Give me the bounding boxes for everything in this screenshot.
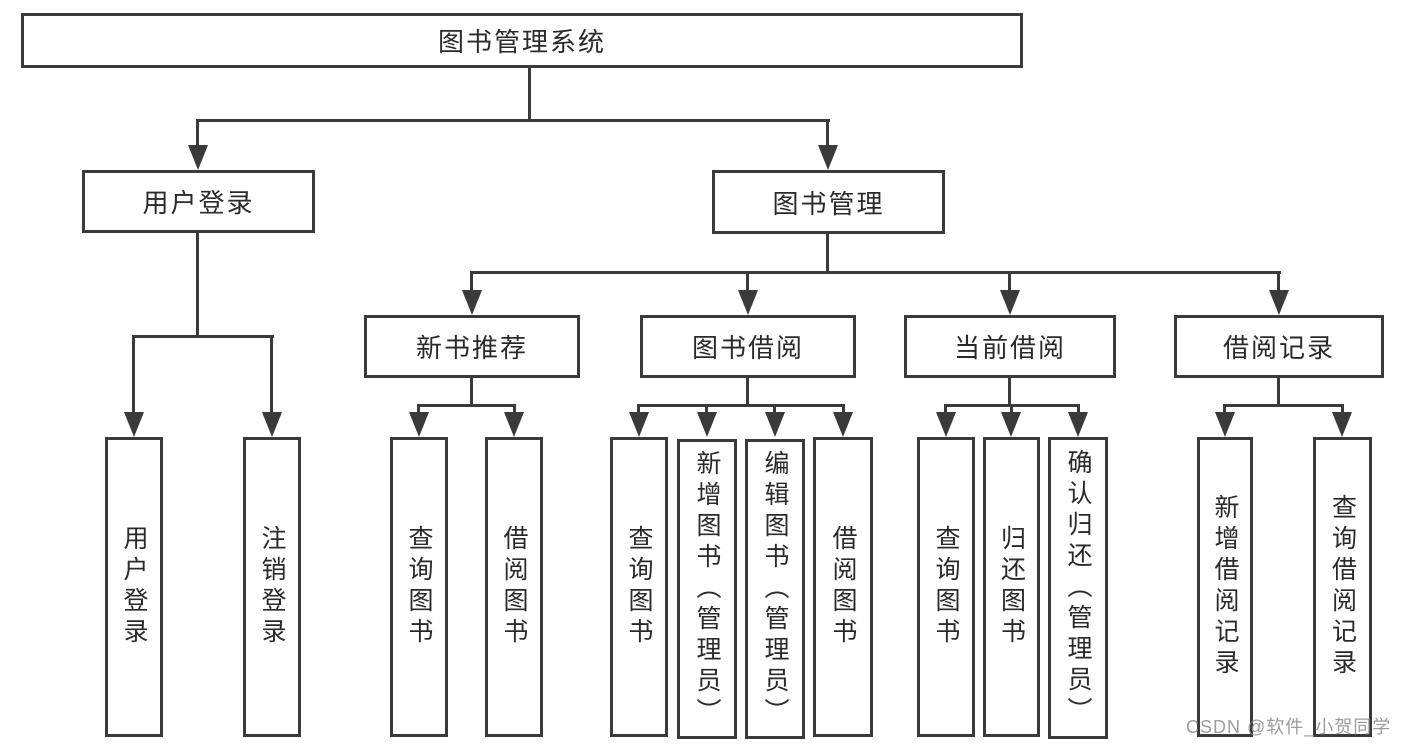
connector-new-rec-stem (470, 378, 473, 405)
node-borrow-records-label: 借阅记录 (1222, 333, 1335, 363)
node-current-borrow-label: 当前借阅 (953, 333, 1066, 363)
connector-user-login-stem (196, 233, 199, 336)
connector-branch-current-borrow (1008, 271, 1011, 292)
leaf-query-books-recommend: 查询图书 (390, 437, 448, 737)
leaf-query-books-current: 查询图书 (917, 437, 975, 737)
arrow-down-icon (188, 145, 208, 170)
connector-branch-leaf (417, 404, 420, 414)
node-user-login-label: 用户登录 (142, 188, 255, 218)
leaf-query-borrow-record: 查询借阅记录 (1313, 437, 1372, 737)
node-book-management: 图书管理 (712, 170, 945, 234)
connector-new-rec-crossbar (417, 404, 516, 407)
node-user-login: 用户登录 (82, 170, 315, 233)
connector-branch-book-borrow (746, 271, 749, 292)
connector-branch-book-management (826, 119, 829, 147)
node-book-management-label: 图书管理 (772, 188, 885, 219)
arrow-down-icon (1269, 290, 1289, 315)
arrow-down-icon (818, 145, 838, 170)
arrow-down-icon (765, 412, 785, 437)
leaf-borrow-books-recommend: 借阅图书 (485, 437, 543, 737)
arrow-down-icon (1215, 412, 1235, 437)
node-new-book-recommend: 新书推荐 (364, 315, 580, 378)
connector-branch-leaf (513, 404, 516, 414)
arrow-down-icon (697, 412, 717, 437)
arrow-down-icon (124, 412, 144, 437)
connector-branch-leaf (773, 404, 776, 414)
connector-branch-leaf (842, 404, 845, 414)
connector-branch-leaf (270, 335, 273, 414)
connector-branch-new-rec (470, 271, 473, 292)
connector-book-borrow-stem (746, 378, 749, 405)
arrow-down-icon (462, 290, 482, 315)
connector-root-stem (528, 68, 531, 120)
leaf-user-login: 用户登录 (105, 437, 163, 737)
connector-branch-leaf (637, 404, 640, 414)
connector-book-borrow-crossbar (637, 404, 845, 407)
leaf-add-borrow-record: 新增借阅记录 (1197, 437, 1253, 737)
node-new-book-recommend-label: 新书推荐 (415, 333, 528, 363)
node-current-borrow: 当前借阅 (904, 315, 1116, 378)
connector-branch-borrow-records (1277, 271, 1280, 292)
leaf-confirm-return-admin: 确认归还（管理员） (1048, 437, 1108, 739)
connector-current-borrow-stem (1008, 378, 1011, 405)
connector-branch-leaf (944, 404, 947, 414)
connector-user-login-crossbar (132, 335, 274, 338)
arrow-down-icon (738, 290, 758, 315)
connector-root-crossbar (197, 119, 830, 122)
leaf-edit-books-admin: 编辑图书（管理员） (745, 439, 805, 739)
arrow-down-icon (833, 412, 853, 437)
arrow-down-icon (1000, 290, 1020, 315)
connector-branch-leaf (1223, 404, 1226, 414)
leaf-query-books-borrow: 查询图书 (610, 437, 668, 737)
connector-branch-leaf (132, 335, 135, 414)
watermark: CSDN @软件_小贺同学 (1186, 717, 1392, 737)
connector-branch-leaf (1341, 404, 1344, 414)
connector-book-management-crossbar (470, 271, 1281, 274)
node-borrow-records: 借阅记录 (1174, 315, 1384, 378)
leaf-add-books-admin: 新增图书（管理员） (677, 439, 737, 739)
connector-borrow-records-stem (1277, 378, 1280, 405)
node-root: 图书管理系统 (21, 13, 1023, 68)
connector-branch-leaf (1010, 404, 1013, 414)
connector-borrow-records-crossbar (1223, 404, 1344, 407)
node-book-borrow: 图书借阅 (640, 315, 856, 378)
connector-book-management-stem (826, 234, 829, 272)
arrow-down-icon (1332, 412, 1352, 437)
leaf-borrow-books: 借阅图书 (813, 437, 873, 737)
connector-branch-leaf (1077, 404, 1080, 414)
arrow-down-icon (1001, 412, 1021, 437)
arrow-down-icon (409, 412, 429, 437)
arrow-down-icon (262, 412, 282, 437)
leaf-return-books: 归还图书 (983, 437, 1040, 737)
arrow-down-icon (936, 412, 956, 437)
arrow-down-icon (629, 412, 649, 437)
leaf-logout: 注销登录 (243, 437, 301, 737)
connector-branch-leaf (705, 404, 708, 414)
arrow-down-icon (504, 412, 524, 437)
arrow-down-icon (1068, 412, 1088, 437)
node-book-borrow-label: 图书借阅 (691, 333, 804, 363)
connector-branch-user-login (196, 119, 199, 147)
node-root-label: 图书管理系统 (437, 27, 606, 57)
